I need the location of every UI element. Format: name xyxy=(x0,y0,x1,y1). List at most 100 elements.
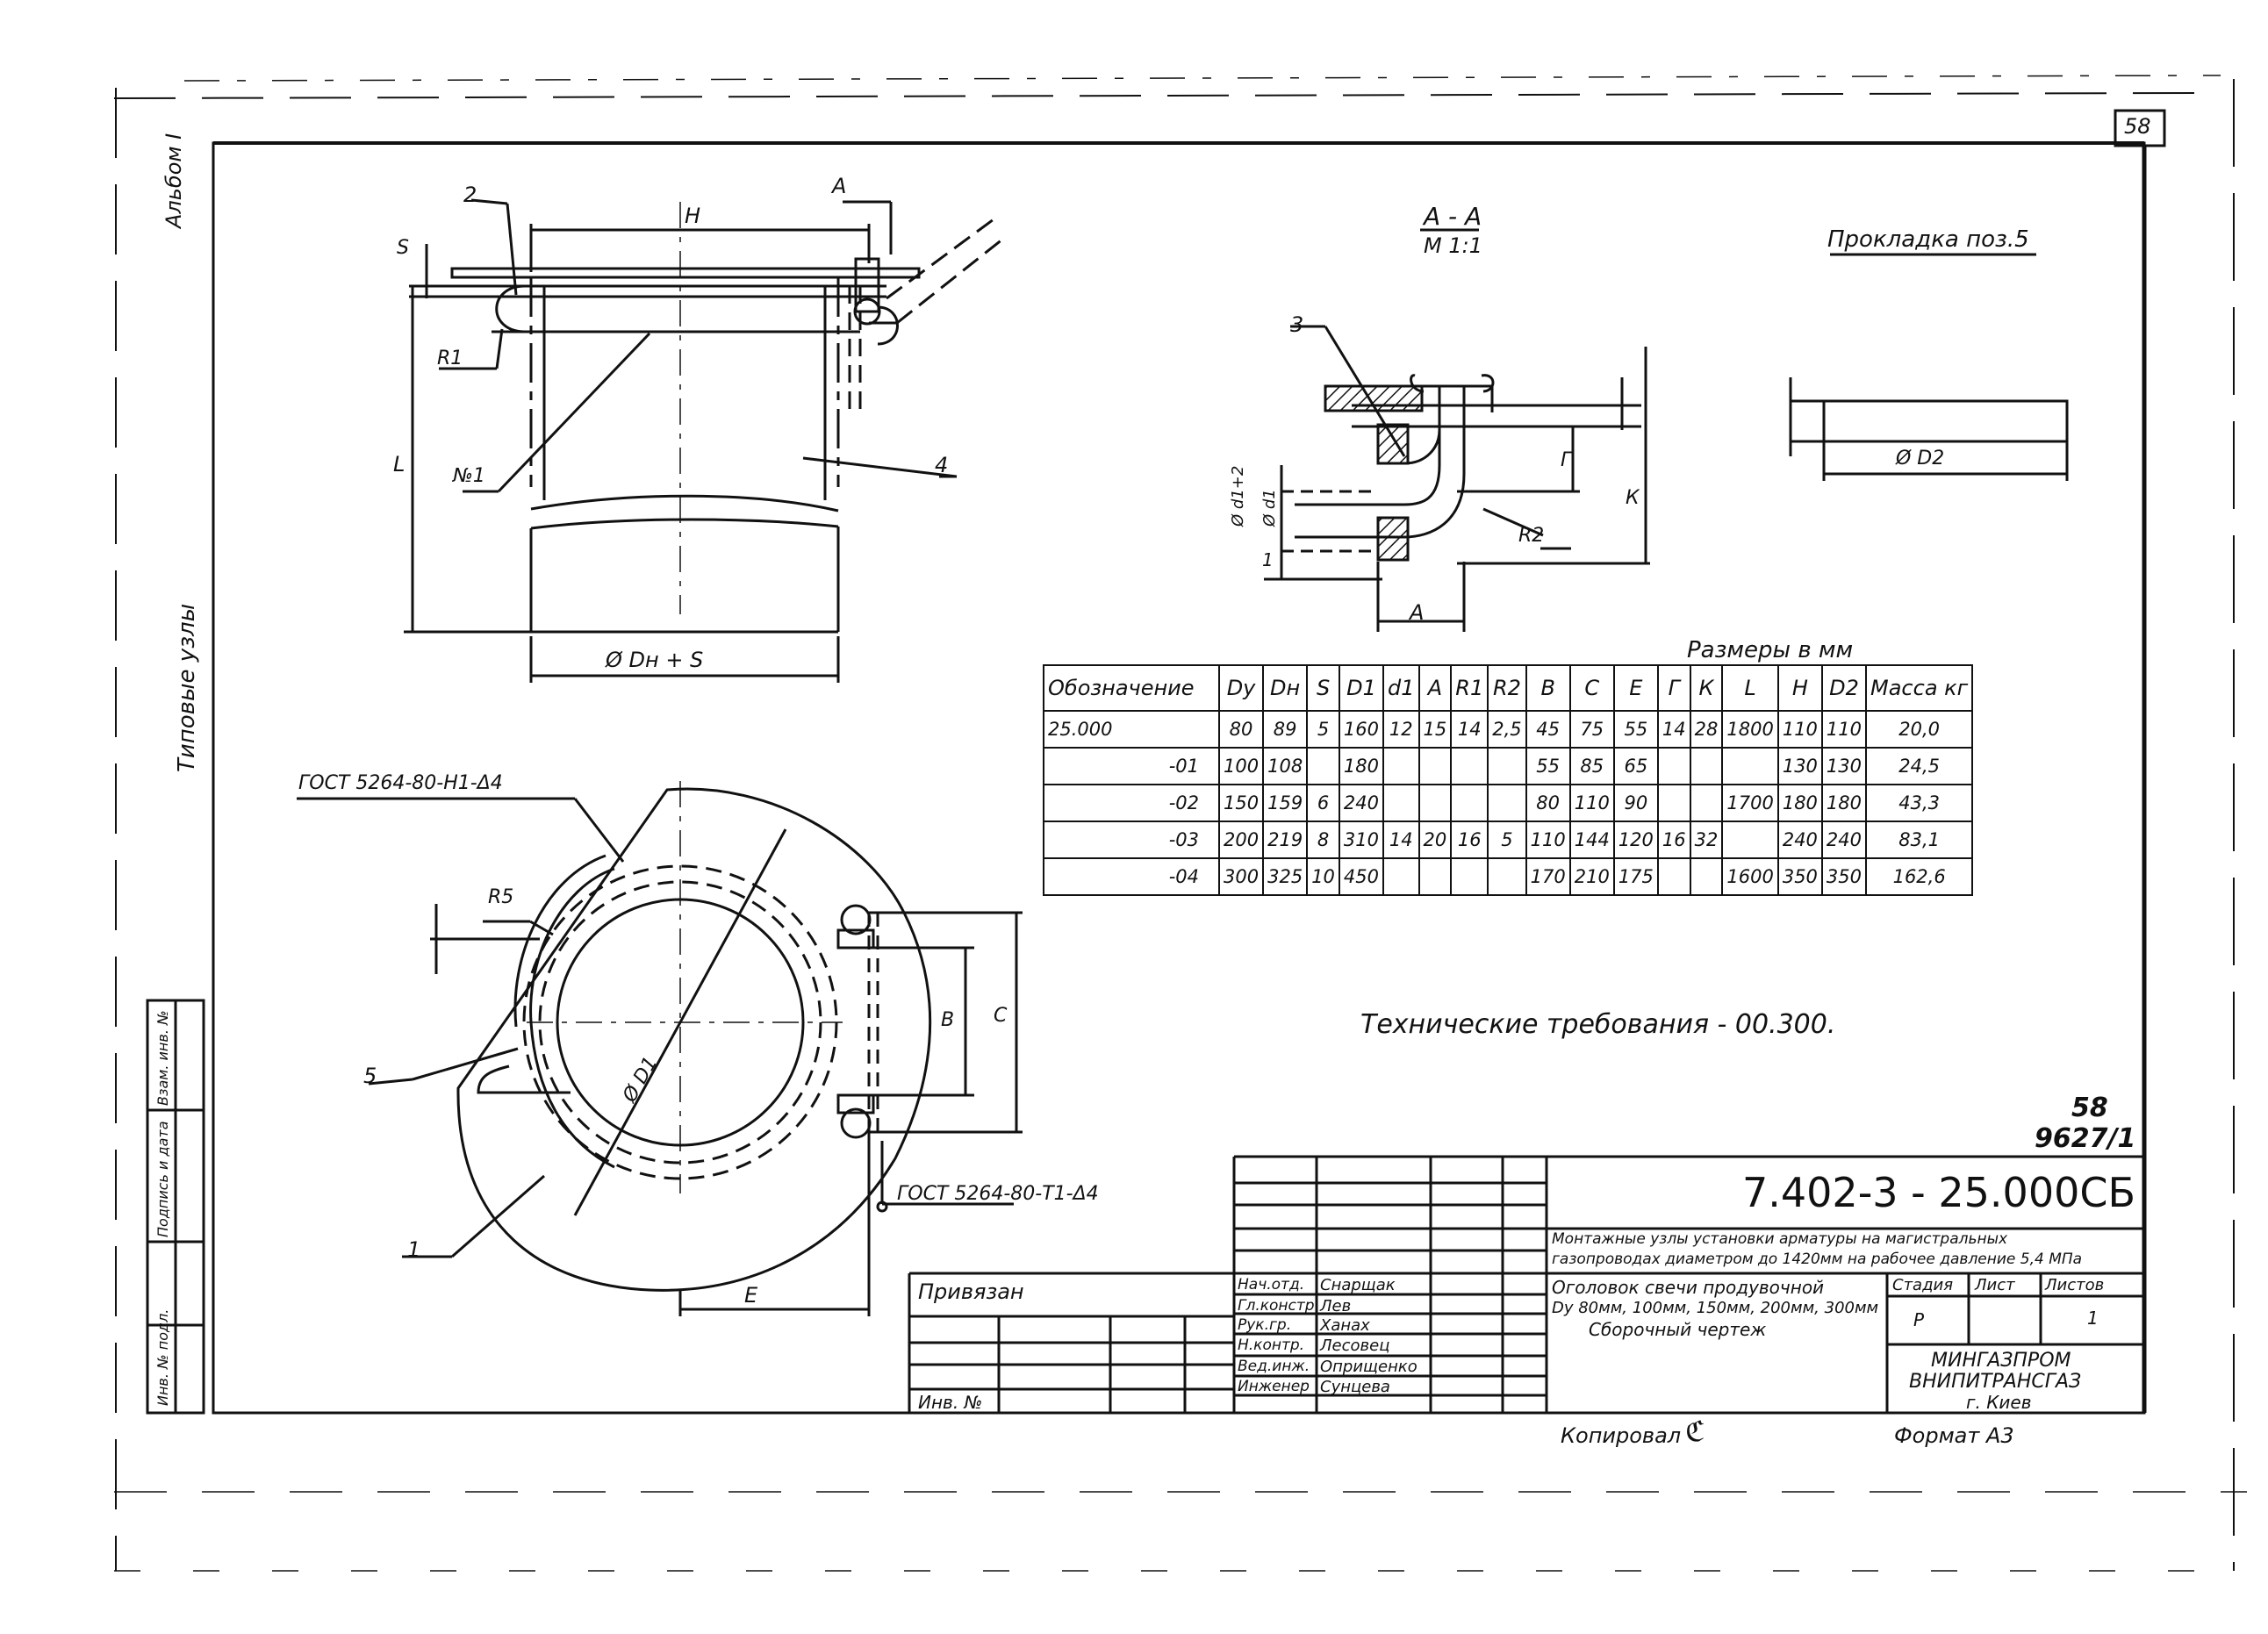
table-cell: 14 xyxy=(1382,821,1420,859)
table-cell xyxy=(1656,857,1691,896)
table-header-cell: Е xyxy=(1612,664,1659,712)
table-cell: 240 xyxy=(1776,821,1823,859)
table-cell: 110 xyxy=(1820,710,1868,749)
table-cell: 8 xyxy=(1306,821,1340,859)
table-cell xyxy=(1418,857,1453,896)
table-cell: 16 xyxy=(1656,821,1691,859)
label-N1: №1 xyxy=(453,465,485,487)
table-cell: 10 xyxy=(1306,857,1340,896)
label-R5: R5 xyxy=(488,886,514,908)
table-cell: 240 xyxy=(1820,821,1868,859)
copied-by-signature: ℭ xyxy=(1685,1415,1705,1448)
item-line-1: Оголовок свечи продувочной xyxy=(1552,1277,1825,1298)
table-cell: 159 xyxy=(1262,784,1309,822)
table-header-cell: S xyxy=(1306,664,1340,712)
sheet-number: 58 xyxy=(2124,114,2151,139)
table-cell: 180 xyxy=(1820,784,1868,822)
table-cell: 100 xyxy=(1217,747,1265,785)
table-header-cell: Н xyxy=(1776,664,1823,712)
table-cell: 5 xyxy=(1487,821,1527,859)
sheet-header: Лист xyxy=(1975,1276,2015,1294)
table-cell xyxy=(1382,857,1420,896)
table-cell: 110 xyxy=(1525,821,1571,859)
document-code: 7.402-3 - 25.000СБ xyxy=(1742,1169,2136,1216)
table-cell xyxy=(1487,784,1527,822)
stage-header: Стадия xyxy=(1892,1276,1954,1294)
table-header-cell: Масса кг xyxy=(1865,664,1974,712)
table-cell xyxy=(1450,784,1489,822)
bound-label: Привязан xyxy=(918,1279,1024,1304)
table-cell: 89 xyxy=(1262,710,1309,749)
signature-name: Сунцева xyxy=(1320,1378,1390,1396)
table-cell: 130 xyxy=(1820,747,1868,785)
table-header-cell: С xyxy=(1568,664,1615,712)
stamp-replace: Взам. инв. № xyxy=(154,1010,171,1106)
table-cell: 180 xyxy=(1776,784,1823,822)
label-R2: R2 xyxy=(1518,525,1545,547)
table-cell: 210 xyxy=(1568,857,1615,896)
table-header-cell: L xyxy=(1721,664,1779,712)
table-cell: 130 xyxy=(1776,747,1823,785)
signature-role: Гл.констр. xyxy=(1238,1297,1319,1315)
table-cell: 55 xyxy=(1612,710,1659,749)
table-cell: 1800 xyxy=(1721,710,1779,749)
table-cell: 240 xyxy=(1338,784,1385,822)
table-cell: -04 xyxy=(1043,857,1220,896)
title-block-lines xyxy=(908,1155,2144,1413)
table-cell: 200 xyxy=(1217,821,1265,859)
table-cell: 55 xyxy=(1525,747,1571,785)
technical-requirements: Технические требования - 00.300. xyxy=(1360,1009,1836,1040)
label-B: В xyxy=(941,1009,955,1031)
table-cell: 80 xyxy=(1525,784,1571,822)
table-header-cell: D2 xyxy=(1820,664,1868,712)
item-line-2: Dу 80мм, 100мм, 150мм, 200мм, 300мм xyxy=(1552,1299,1879,1317)
signature-name: Снарщак xyxy=(1320,1276,1396,1294)
table-cell: 175 xyxy=(1612,857,1659,896)
signature-name: Оприщенко xyxy=(1320,1358,1418,1376)
table-header-cell: D1 xyxy=(1338,664,1385,712)
label-F: Г xyxy=(1561,449,1572,471)
label-A-section: А xyxy=(1410,600,1425,625)
table-cell: 14 xyxy=(1450,710,1489,749)
table-cell: 110 xyxy=(1568,784,1615,822)
corner-mark: 58 xyxy=(2071,1093,2108,1123)
org-line-2: ВНИПИТРАНСГАЗ xyxy=(1909,1371,2082,1393)
table-cell: 32 xyxy=(1689,821,1724,859)
table-cell xyxy=(1487,857,1527,896)
table-cell: 16 xyxy=(1450,821,1489,859)
label-E: Е xyxy=(744,1283,758,1308)
table-cell: 65 xyxy=(1612,747,1659,785)
table-cell: 45 xyxy=(1525,710,1571,749)
copied-by-label: Копировал xyxy=(1561,1423,1682,1448)
table-cell xyxy=(1450,747,1489,785)
table-caption: Размеры в мм xyxy=(1687,637,1854,663)
table-cell: -02 xyxy=(1043,784,1220,822)
table-cell: 24,5 xyxy=(1865,747,1974,785)
table-cell: 1700 xyxy=(1721,784,1779,822)
table-header-cell: К xyxy=(1689,664,1724,712)
signature-role: Инженер xyxy=(1238,1378,1310,1395)
label-C: С xyxy=(994,1005,1008,1027)
table-header-cell: R1 xyxy=(1450,664,1489,712)
table-cell: 14 xyxy=(1656,710,1691,749)
stamp-signature: Подпись и дата xyxy=(154,1121,171,1237)
typical-nodes-label: Типовые узлы xyxy=(174,603,200,772)
table-cell: 75 xyxy=(1568,710,1615,749)
table-cell: 144 xyxy=(1568,821,1615,859)
signature-role: Н.контр. xyxy=(1238,1337,1305,1354)
label-pos-4: 4 xyxy=(935,453,949,477)
table-header-cell: А xyxy=(1418,664,1453,712)
table-cell: 43,3 xyxy=(1865,784,1974,822)
table-cell: 28 xyxy=(1689,710,1724,749)
table-cell: 350 xyxy=(1820,857,1868,896)
table-cell: 5 xyxy=(1306,710,1340,749)
label-L: L xyxy=(393,452,406,477)
document-reference: 9627/1 xyxy=(2035,1123,2136,1154)
table-cell xyxy=(1306,747,1340,785)
label-Dn: Ø Dн + S xyxy=(606,648,704,672)
label-S: S xyxy=(397,237,409,259)
label-pos-5: 5 xyxy=(363,1064,377,1088)
